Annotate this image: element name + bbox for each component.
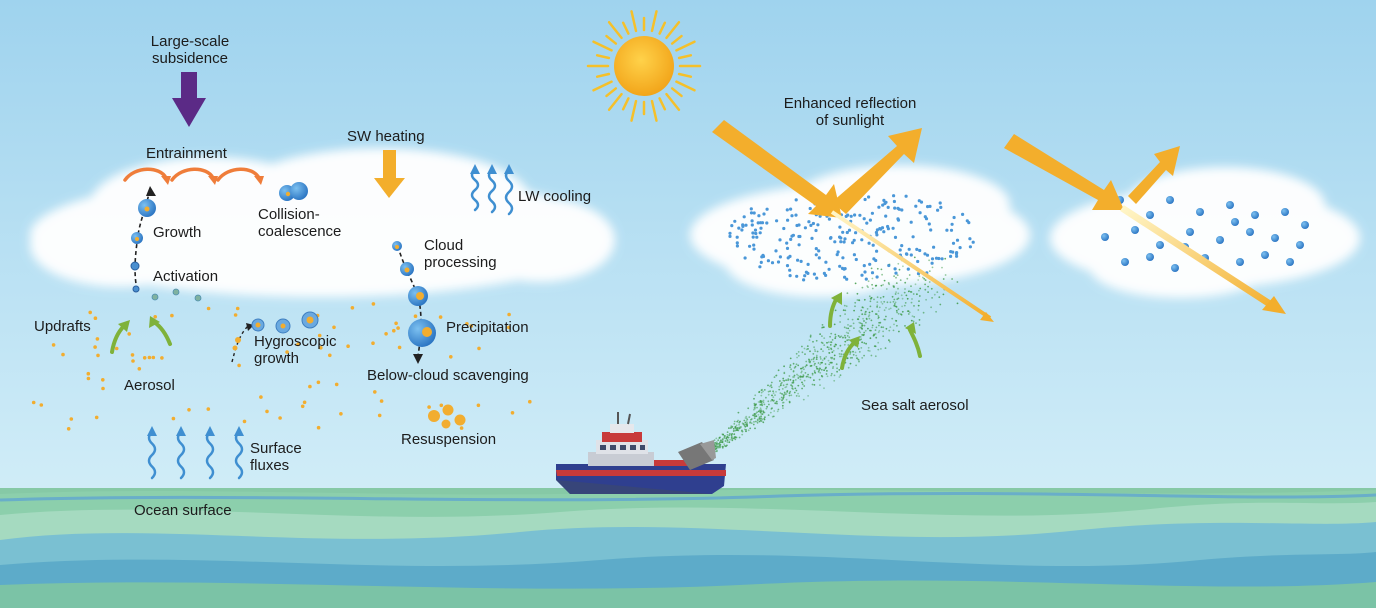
- entrainment-arrows: [123, 167, 261, 182]
- hygroscopic-growth: [231, 311, 319, 363]
- subsidence-arrow: [172, 72, 206, 127]
- lw-cooling-label: LW cooling: [518, 188, 592, 205]
- hygroscopic-line1: Hygroscopic: [254, 333, 337, 350]
- ship-icon: [556, 412, 726, 494]
- large-scale-subsidence-label: Large-scale subsidence: [135, 33, 245, 67]
- cloud-processing-line1: Cloud: [424, 237, 464, 254]
- hygroscopic-line2: growth: [254, 350, 300, 367]
- activation-label: Activation: [153, 268, 219, 285]
- collision-line2: coalescence: [258, 223, 342, 240]
- spray-cannon-icon: [678, 440, 716, 470]
- cloud-icon: [30, 148, 615, 297]
- ocean: [0, 488, 1376, 608]
- collision-line1: Collision-: [258, 206, 320, 223]
- below-cloud-scavenging-label: Below-cloud scavenging: [367, 367, 529, 384]
- growth-chain: [130, 186, 156, 293]
- updraft-arrowheads: [118, 292, 916, 348]
- surface-fluxes-line1: Surface: [250, 440, 302, 457]
- cloud-processing-chain: [392, 241, 436, 364]
- resuspension-label: Resuspension: [401, 431, 497, 448]
- cloud-processing-line2: processing: [424, 254, 497, 271]
- aerosol-label: Aerosol: [124, 377, 175, 394]
- surface-flux-arrows: [147, 426, 244, 480]
- surface-fluxes-label: Surface fluxes: [250, 440, 302, 474]
- cloud-processing-label: Cloud processing: [424, 237, 497, 271]
- collision-drops: [279, 182, 308, 201]
- collision-coalescence-label: Collision- coalescence: [258, 206, 341, 240]
- precipitation-label: Precipitation: [446, 319, 529, 336]
- enhanced-reflection-label: Enhanced reflection of sunlight: [760, 95, 940, 129]
- lw-cooling-arrows: [470, 164, 514, 216]
- sw-heating-arrow: [374, 150, 405, 198]
- sparse-droplet-field: [1101, 196, 1309, 272]
- dense-droplet-field: [728, 193, 975, 282]
- updrafts-label: Updrafts: [34, 318, 91, 335]
- large-scale-line1: Large-scale: [150, 33, 230, 50]
- sea-salt-aerosol-label: Sea salt aerosol: [861, 397, 969, 414]
- sea-spray-plume: [707, 256, 959, 453]
- growth-label: Growth: [153, 224, 202, 241]
- entrainment-arrowheads: [161, 176, 264, 185]
- surface-fluxes-line2: fluxes: [250, 457, 290, 474]
- sun-icon: [586, 10, 702, 122]
- large-scale-line2: subsidence: [152, 50, 228, 67]
- enhanced-line1: Enhanced reflection: [783, 95, 917, 112]
- entrainment-label: Entrainment: [146, 145, 227, 162]
- hygroscopic-growth-label: Hygroscopic growth: [254, 333, 337, 367]
- resuspension-dots: [428, 404, 466, 429]
- enhanced-line2: of sunlight: [815, 112, 885, 129]
- aerosol-particles: [31, 302, 532, 431]
- sunlight-arrows: [712, 120, 1286, 322]
- ocean-surface-label: Ocean surface: [134, 502, 232, 519]
- activation-drops: [151, 288, 202, 302]
- sw-heating-label: SW heating: [347, 128, 425, 145]
